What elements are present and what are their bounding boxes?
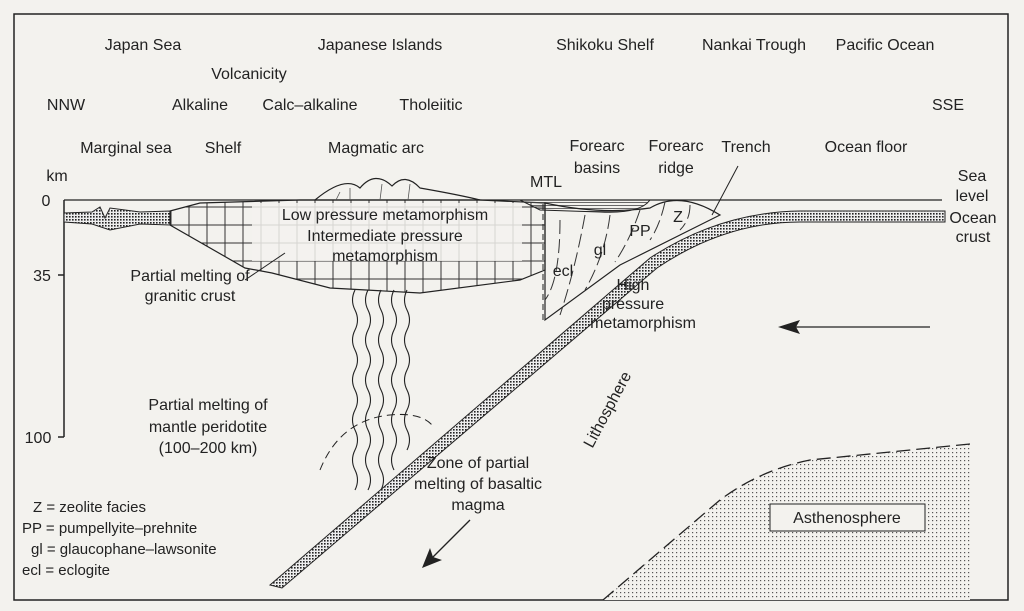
accretionary-wedge bbox=[544, 199, 722, 322]
label-granitic-2: granitic crust bbox=[145, 288, 236, 305]
tick-35: 35 bbox=[33, 268, 51, 285]
label-forearc-basins-2: basins bbox=[574, 160, 620, 177]
label-z: Z bbox=[673, 209, 683, 226]
label-tholeiitic: Tholeiitic bbox=[399, 97, 462, 114]
label-japan-sea: Japan Sea bbox=[105, 37, 182, 54]
depth-axis: km 0 35 100 bbox=[25, 168, 68, 447]
legend-item: PP = pumpellyite–prehnite bbox=[22, 520, 197, 537]
label-nankai-trough: Nankai Trough bbox=[702, 37, 806, 54]
magma-rise-lines bbox=[351, 289, 411, 491]
label-calc-alkaline: Calc–alkaline bbox=[262, 97, 357, 114]
plate-motion-arrow bbox=[778, 320, 930, 334]
asthenosphere-boundary bbox=[602, 443, 971, 601]
label-backdrop bbox=[252, 203, 522, 261]
label-alkaline: Alkaline bbox=[172, 97, 228, 114]
label-high-p-2: pressure bbox=[602, 296, 664, 313]
label-ocean-floor: Ocean floor bbox=[825, 139, 908, 156]
volcanoes bbox=[314, 177, 481, 201]
legend-item: gl = glaucophane–lawsonite bbox=[31, 541, 217, 558]
slab-motion-arrow bbox=[422, 519, 471, 568]
label-pp: PP bbox=[629, 223, 650, 240]
label-lithosphere: Lithosphere bbox=[581, 369, 635, 451]
label-mtl: MTL bbox=[530, 174, 562, 191]
label-peridotite-2: mantle peridotite bbox=[149, 419, 267, 436]
label-asthenosphere: Asthenosphere bbox=[793, 510, 901, 527]
label-basaltic-1: Zone of partial bbox=[427, 455, 529, 472]
legend-item: Z = zeolite facies bbox=[33, 499, 146, 516]
frame bbox=[13, 13, 1009, 601]
label-basaltic-3: magma bbox=[451, 497, 504, 514]
trench-pointer bbox=[711, 165, 739, 216]
label-japanese-islands: Japanese Islands bbox=[318, 37, 443, 54]
label-low-pressure: Low pressure metamorphism bbox=[282, 207, 488, 224]
label-shikoku-shelf: Shikoku Shelf bbox=[556, 37, 654, 54]
legend-item: ecl = eclogite bbox=[22, 562, 110, 579]
label-sea-level-2: level bbox=[956, 188, 989, 205]
facies-boundaries bbox=[544, 201, 691, 316]
volcano-conduits bbox=[335, 183, 411, 201]
label-high-p-3: metamorphism bbox=[590, 315, 696, 332]
tick-0: 0 bbox=[42, 193, 51, 210]
label-trench: Trench bbox=[721, 139, 770, 156]
ocean-crust-slab bbox=[268, 210, 946, 589]
asthenosphere-label-box bbox=[769, 503, 926, 532]
label-pacific-ocean: Pacific Ocean bbox=[836, 37, 935, 54]
label-peridotite-3: (100–200 km) bbox=[159, 440, 258, 457]
label-peridotite-1: Partial melting of bbox=[148, 397, 268, 414]
granitic-pointer bbox=[244, 252, 286, 281]
label-intermediate-1: Intermediate pressure bbox=[307, 228, 463, 245]
label-shelf: Shelf bbox=[205, 140, 242, 157]
facies-legend: Z = zeolite facies PP = pumpellyite–preh… bbox=[22, 499, 217, 579]
label-ocean-crust-2: crust bbox=[956, 229, 991, 246]
label-ocean-crust-1: Ocean bbox=[949, 210, 996, 227]
marginal-sea-crust bbox=[63, 206, 171, 231]
label-basaltic-2: melting of basaltic bbox=[414, 476, 542, 493]
label-gl: gl bbox=[594, 242, 606, 259]
label-sse: SSE bbox=[932, 97, 964, 114]
label-ecl: ecl bbox=[553, 263, 573, 280]
axis-unit: km bbox=[46, 168, 67, 185]
label-volcanicity: Volcanicity bbox=[211, 66, 287, 83]
tick-100: 100 bbox=[25, 430, 52, 447]
label-marginal-sea: Marginal sea bbox=[80, 140, 172, 157]
label-nnw: NNW bbox=[47, 97, 86, 114]
label-magmatic-arc: Magmatic arc bbox=[328, 140, 424, 157]
label-granitic-1: Partial melting of bbox=[130, 268, 250, 285]
label-high-p-1: High bbox=[617, 277, 650, 294]
label-forearc-ridge-2: ridge bbox=[658, 160, 694, 177]
label-forearc-basins-1: Forearc bbox=[569, 138, 624, 155]
melting-zone-boundary bbox=[319, 414, 433, 471]
label-sea-level-1: Sea bbox=[958, 168, 987, 185]
label-intermediate-2: metamorphism bbox=[332, 248, 438, 265]
label-forearc-ridge-1: Forearc bbox=[648, 138, 703, 155]
